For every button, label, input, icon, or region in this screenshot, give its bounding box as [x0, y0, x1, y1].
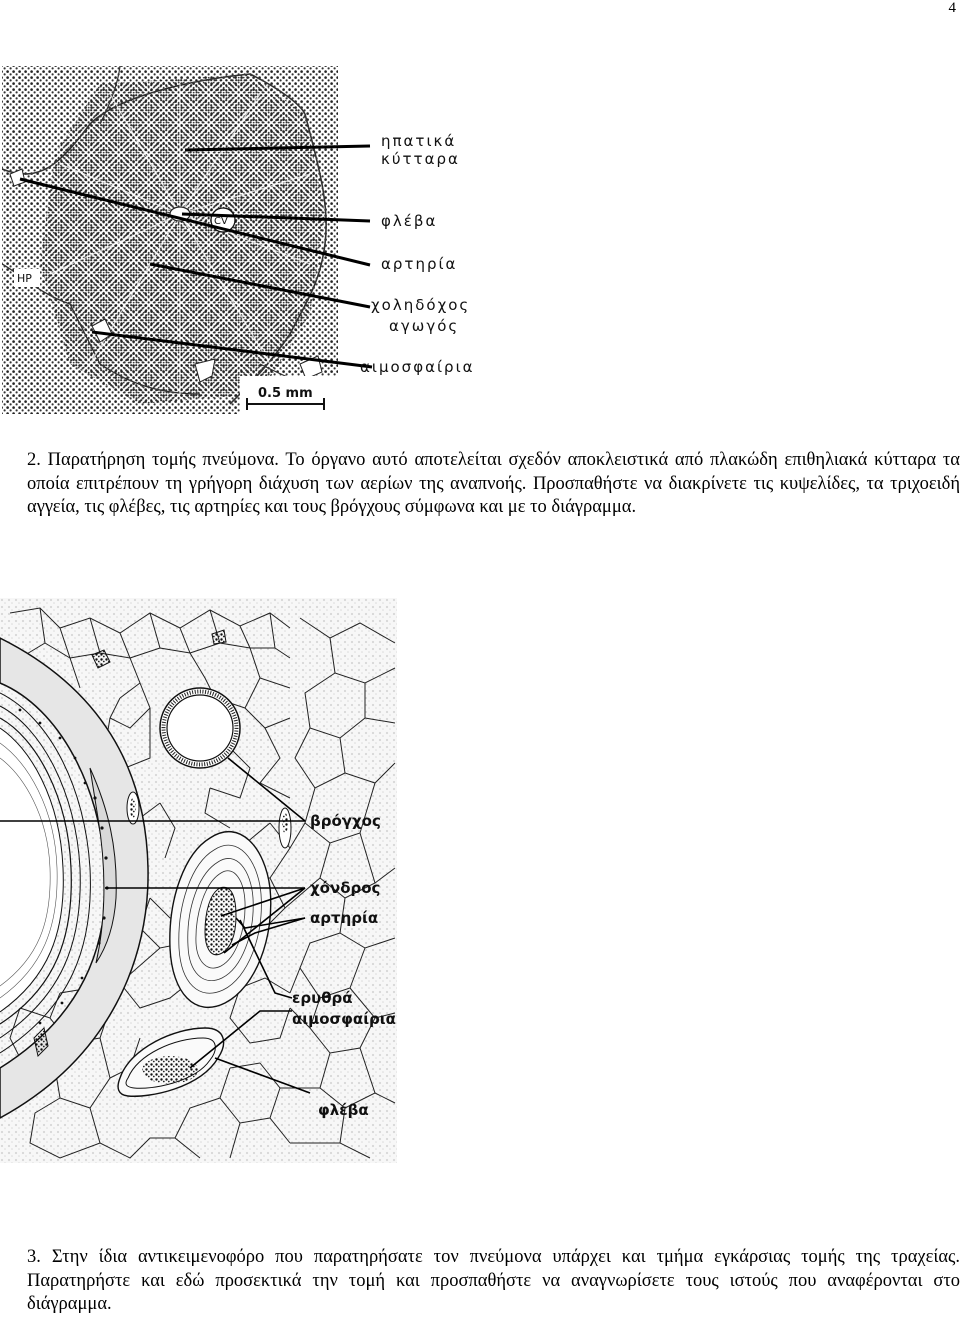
scale-bar-label: 0.5 mm — [258, 386, 313, 401]
label-hepatocytes-1: ηπατικά — [381, 132, 456, 150]
lung-leader-lines — [0, 757, 311, 1094]
label-vein: φλέβα — [381, 212, 437, 230]
label-rbc-2: αιμοσφαίρια — [292, 1010, 396, 1028]
page-number: 4 — [948, 0, 957, 16]
label-bile-duct-1: χοληδόχος — [371, 296, 470, 314]
liver-tissue-drawing — [2, 66, 338, 414]
label-artery-lung: αρτηρία — [310, 909, 378, 927]
leader-lines — [19, 144, 373, 369]
label-cartilage: χόνδρος — [310, 879, 380, 897]
liver-lobule-figure: HP CV 0.5 mm ηπατικά κύτταρα φλέβα αρτηρ… — [2, 66, 475, 414]
scale-bar-background — [240, 376, 338, 414]
label-bile-duct-2: αγωγός — [389, 317, 459, 335]
label-sinusoid: αιμοσφαίρια — [360, 358, 475, 376]
label-hepatocytes-2: κύτταρα — [381, 150, 460, 168]
label-rbc-1: ερυθρά — [292, 989, 353, 1007]
label-bronchus: βρόγχος — [310, 812, 381, 830]
section-3-text: 3. Στην ίδια αντικειμενοφόρο που παρατηρ… — [27, 1247, 960, 1314]
lung-tissue-drawing — [0, 598, 397, 1163]
lung-section-figure: βρόγχος χόνδρος αρτηρία ερυθρά αιμοσφαίρ… — [0, 598, 397, 1163]
section-2-text: 2. Παρατήρηση τομής πνεύμονα. Το όργανο … — [27, 450, 960, 517]
hp-marker-label: HP — [17, 272, 32, 285]
cv-marker-label: CV — [214, 216, 228, 227]
vein-drawing — [117, 1027, 225, 1097]
artery-drawing — [169, 831, 272, 1009]
label-artery: αρτηρία — [381, 255, 457, 273]
label-vein-lung: φλέβα — [318, 1101, 369, 1119]
